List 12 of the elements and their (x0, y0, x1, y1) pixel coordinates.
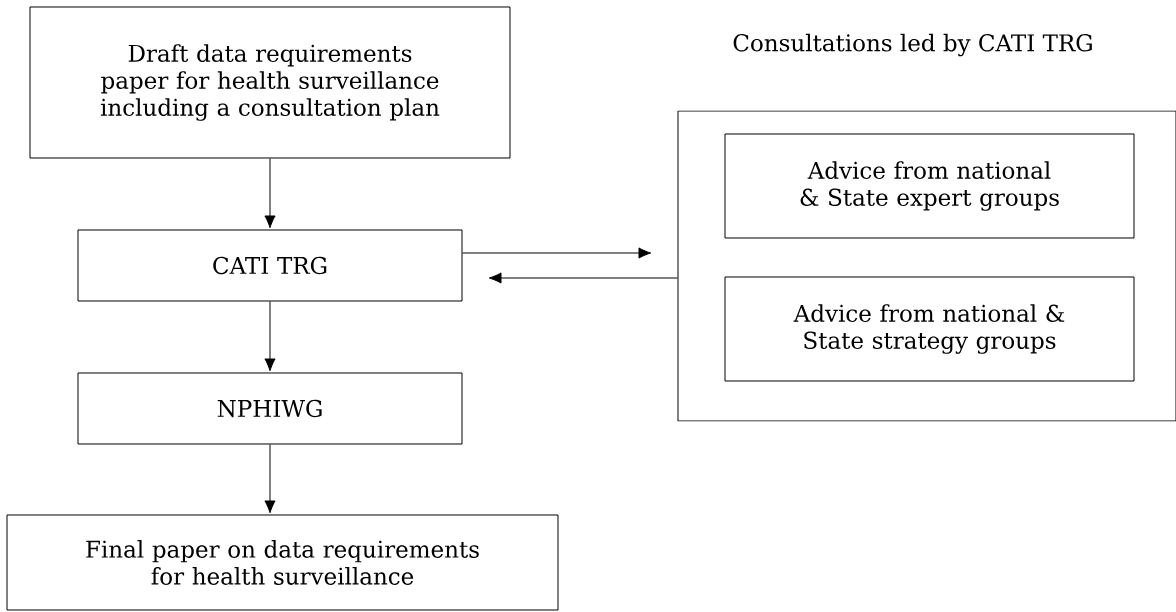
process-box: Final paper on data requirements for health surveillance (6, 514, 559, 611)
group-heading: Consultations led by CATI TRG (733, 33, 1092, 57)
process-box: NPHIWG (77, 372, 463, 445)
arrow (488, 272, 678, 284)
process-box: Draft data requirements paper for health surveillance including a consultation plan (29, 6, 511, 159)
arrow (264, 158, 276, 229)
arrow (264, 444, 276, 514)
process-box: CATI TRG (77, 229, 463, 302)
arrow (264, 301, 276, 372)
process-box: Advice from national & State strategy groups (724, 276, 1135, 382)
arrow (462, 247, 652, 259)
process-box: Advice from national & State expert groups (724, 133, 1135, 239)
